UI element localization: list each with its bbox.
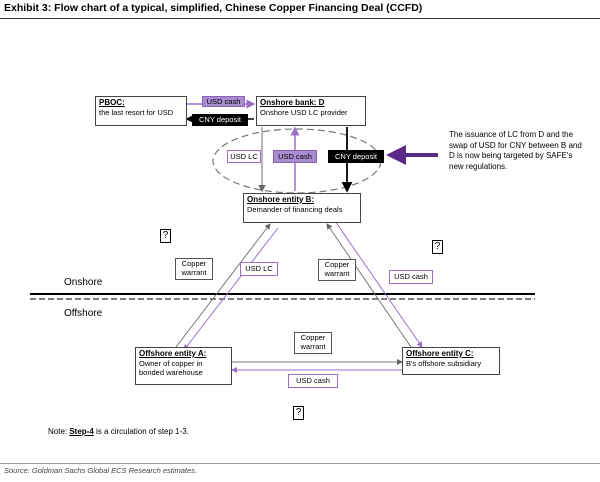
entity-c-name: Offshore entity C:	[406, 349, 474, 358]
pboc-box: PBOC: the last resort for USD	[95, 96, 187, 126]
entity-a-desc: Owner of copper in bonded warehouse	[139, 358, 203, 378]
ac-usd-cash-label: USD cash	[288, 374, 338, 388]
bank-d-name: Onshore bank: D	[260, 98, 325, 107]
pboc-usd-cash-label: USD cash	[202, 96, 245, 107]
bc-usd-cash-label: USD cash	[389, 270, 433, 284]
note-step: Step-4	[69, 427, 94, 436]
pboc-desc: the last resort for USD	[99, 107, 174, 117]
onshore-entity-b-box: Onshore entity B: Demander of financing …	[243, 193, 361, 223]
onshore-label: Onshore	[64, 277, 103, 288]
source-text: Source: Goldman Sachs Global ECS Researc…	[4, 466, 198, 475]
arrow-b-to-a	[183, 227, 279, 351]
arrow-b-to-c	[334, 220, 423, 348]
note-prefix: Note:	[48, 427, 70, 436]
offshore-label: Offshore	[64, 308, 103, 319]
arrow-c-to-b	[326, 223, 414, 351]
entity-a-name: Offshore entity A:	[139, 349, 207, 358]
arrow-a-to-b	[175, 223, 271, 348]
onshore-bank-d-box: Onshore bank: D Onshore USD LC provider	[256, 96, 366, 126]
step-note: Note: Step-4 is a circulation of step 1-…	[48, 427, 189, 436]
exhibit-title: Exhibit 3: Flow chart of a typical, simp…	[4, 2, 423, 14]
question-mark-bottom: ?	[293, 406, 304, 420]
question-mark-left: ?	[160, 229, 171, 243]
ab-usd-lc-label: USD LC	[240, 262, 278, 276]
entity-c-desc: B's offshore subsidiary	[406, 358, 482, 368]
source-rule	[0, 463, 600, 464]
d-usd-lc-label: USD LC	[227, 150, 261, 163]
offshore-entity-c-box: Offshore entity C: B's offshore subsidia…	[402, 347, 500, 375]
d-usd-cash-label: USD cash	[273, 150, 317, 163]
title-rule	[0, 18, 600, 19]
d-cny-deposit-label: CNY deposit	[328, 150, 384, 163]
ab-copper-warrant-label: Copper warrant	[175, 258, 213, 280]
bc-copper-warrant-label: Copper warrant	[318, 259, 356, 281]
entity-b-name: Onshore entity B:	[247, 195, 315, 204]
offshore-entity-a-box: Offshore entity A: Owner of copper in bo…	[135, 347, 232, 385]
pboc-cny-deposit-label: CNY deposit	[192, 114, 248, 126]
pboc-name: PBOC:	[99, 98, 125, 107]
note-suffix: is a circulation of step 1-3.	[93, 427, 189, 436]
entity-b-desc: Demander of financing deals	[247, 204, 343, 214]
ac-copper-warrant-label: Copper warrant	[294, 332, 332, 354]
question-mark-right: ?	[432, 240, 443, 254]
safe-regulation-callout: The issuance of LC from D and the swap o…	[449, 130, 582, 171]
bank-d-desc: Onshore USD LC provider	[260, 107, 348, 117]
